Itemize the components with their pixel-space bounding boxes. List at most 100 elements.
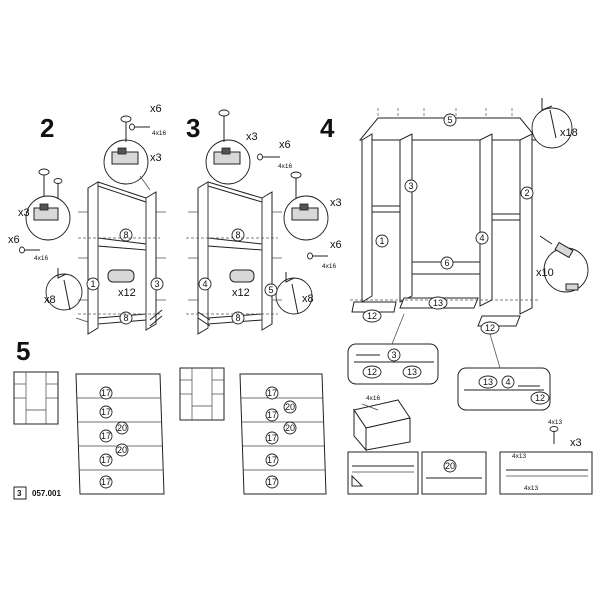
svg-text:6: 6	[444, 258, 449, 268]
part-20-label	[115, 443, 129, 457]
part-3-label	[404, 179, 418, 193]
screw-icon	[218, 109, 230, 142]
qty-x10: x10	[536, 267, 554, 279]
step-4-number: 4	[320, 113, 335, 143]
part-13-label	[478, 375, 498, 389]
svg-text:17: 17	[267, 455, 277, 465]
screw-icon	[120, 115, 132, 142]
part-17-label	[265, 408, 279, 422]
part-5-label	[264, 283, 278, 297]
svg-text:8: 8	[123, 230, 128, 240]
svg-text:13: 13	[483, 377, 493, 387]
part-3-label	[387, 348, 401, 362]
svg-text:13: 13	[433, 298, 443, 308]
qty-x6-step3-top: x6	[279, 139, 291, 151]
svg-text:17: 17	[101, 477, 111, 487]
part-17-label	[99, 429, 113, 443]
svg-text:12: 12	[367, 311, 377, 321]
svg-text:17: 17	[101, 388, 111, 398]
part-20-label	[443, 459, 457, 473]
qty-x8-left: x8	[44, 294, 56, 306]
part-1-label	[86, 277, 100, 291]
step-3-number: 3	[186, 113, 200, 143]
svg-text:17: 17	[267, 410, 277, 420]
svg-text:12: 12	[485, 323, 495, 333]
svg-text:5: 5	[447, 115, 452, 125]
svg-text:17: 17	[267, 433, 277, 443]
screw-icon	[197, 311, 211, 327]
part-8-label	[231, 311, 245, 325]
qty-x6-left: x6	[8, 234, 20, 246]
back-panel-right	[239, 373, 327, 495]
page-number: 3	[17, 489, 22, 498]
screw-icon	[19, 246, 40, 254]
qty-x3-step3-right: x3	[330, 197, 342, 209]
screw-icon	[549, 426, 559, 444]
wardrobe-thumbnail	[179, 367, 225, 421]
runner-detail-box	[499, 451, 593, 495]
hammer-icon	[539, 235, 574, 259]
cabinet-frame-step2	[87, 181, 157, 335]
svg-text:4: 4	[479, 233, 484, 243]
svg-text:17: 17	[267, 388, 277, 398]
hinge-cup	[117, 147, 127, 155]
drawer-box-detail	[353, 399, 411, 452]
svg-text:17: 17	[101, 431, 111, 441]
part-17-label	[99, 475, 113, 489]
screw-icon	[307, 252, 328, 260]
cam-screw-icon	[285, 272, 299, 315]
svg-text:8: 8	[123, 313, 128, 323]
part-13-label	[428, 296, 448, 310]
part-20-label	[115, 421, 129, 435]
svg-text:8: 8	[235, 230, 240, 240]
screw-size-4x13: 4x13	[512, 453, 526, 460]
screw-icon	[149, 309, 163, 327]
svg-text:13: 13	[407, 367, 417, 377]
runner-detail-box	[347, 451, 419, 495]
qty-x3-runner: x3	[570, 437, 582, 449]
part-4-label	[475, 231, 489, 245]
svg-text:12: 12	[367, 367, 377, 377]
part-20-label	[283, 421, 297, 435]
dowel-icon	[107, 269, 135, 283]
screw-size-4x16: 4x16	[278, 163, 292, 170]
part-12-label	[530, 391, 550, 405]
svg-text:5: 5	[268, 285, 273, 295]
part-17-label	[265, 453, 279, 467]
product-code: 057.001	[32, 489, 61, 498]
dowel-icon	[229, 269, 255, 283]
svg-text:20: 20	[445, 461, 455, 471]
step-2-number: 2	[40, 113, 54, 143]
wardrobe-thumbnail	[13, 371, 59, 425]
qty-x3-top: x3	[150, 152, 162, 164]
svg-text:8: 8	[235, 313, 240, 323]
part-4-label	[198, 277, 212, 291]
svg-text:17: 17	[267, 477, 277, 487]
qty-x18: x18	[560, 127, 578, 139]
svg-text:20: 20	[285, 423, 295, 433]
screw-size-4x16: 4x16	[34, 255, 48, 262]
part-5-label	[443, 113, 457, 127]
warning-triangle-icon	[351, 474, 364, 487]
svg-text:3: 3	[408, 181, 413, 191]
qty-x12-step2: x12	[118, 287, 136, 299]
screw-size-4x13: 4x13	[524, 485, 538, 492]
part-4-label	[501, 375, 515, 389]
part-12-label	[362, 365, 382, 379]
qty-x3-step3-top: x3	[246, 131, 258, 143]
screw-icon	[38, 168, 63, 198]
qty-x6-top: x6	[150, 103, 162, 115]
part-17-label	[99, 453, 113, 467]
part-3-label	[150, 277, 164, 291]
fitting-detail-circle	[45, 273, 83, 311]
part-8-label	[119, 311, 133, 325]
cam-screw-icon	[57, 268, 71, 311]
screw-icon	[129, 123, 150, 131]
part-13-label	[402, 365, 422, 379]
svg-text:20: 20	[117, 423, 127, 433]
screw-size-4x13: 4x13	[548, 419, 562, 426]
runner-detail-box	[421, 451, 487, 495]
screw-icon	[290, 171, 302, 198]
qty-x3-left: x3	[18, 207, 30, 219]
